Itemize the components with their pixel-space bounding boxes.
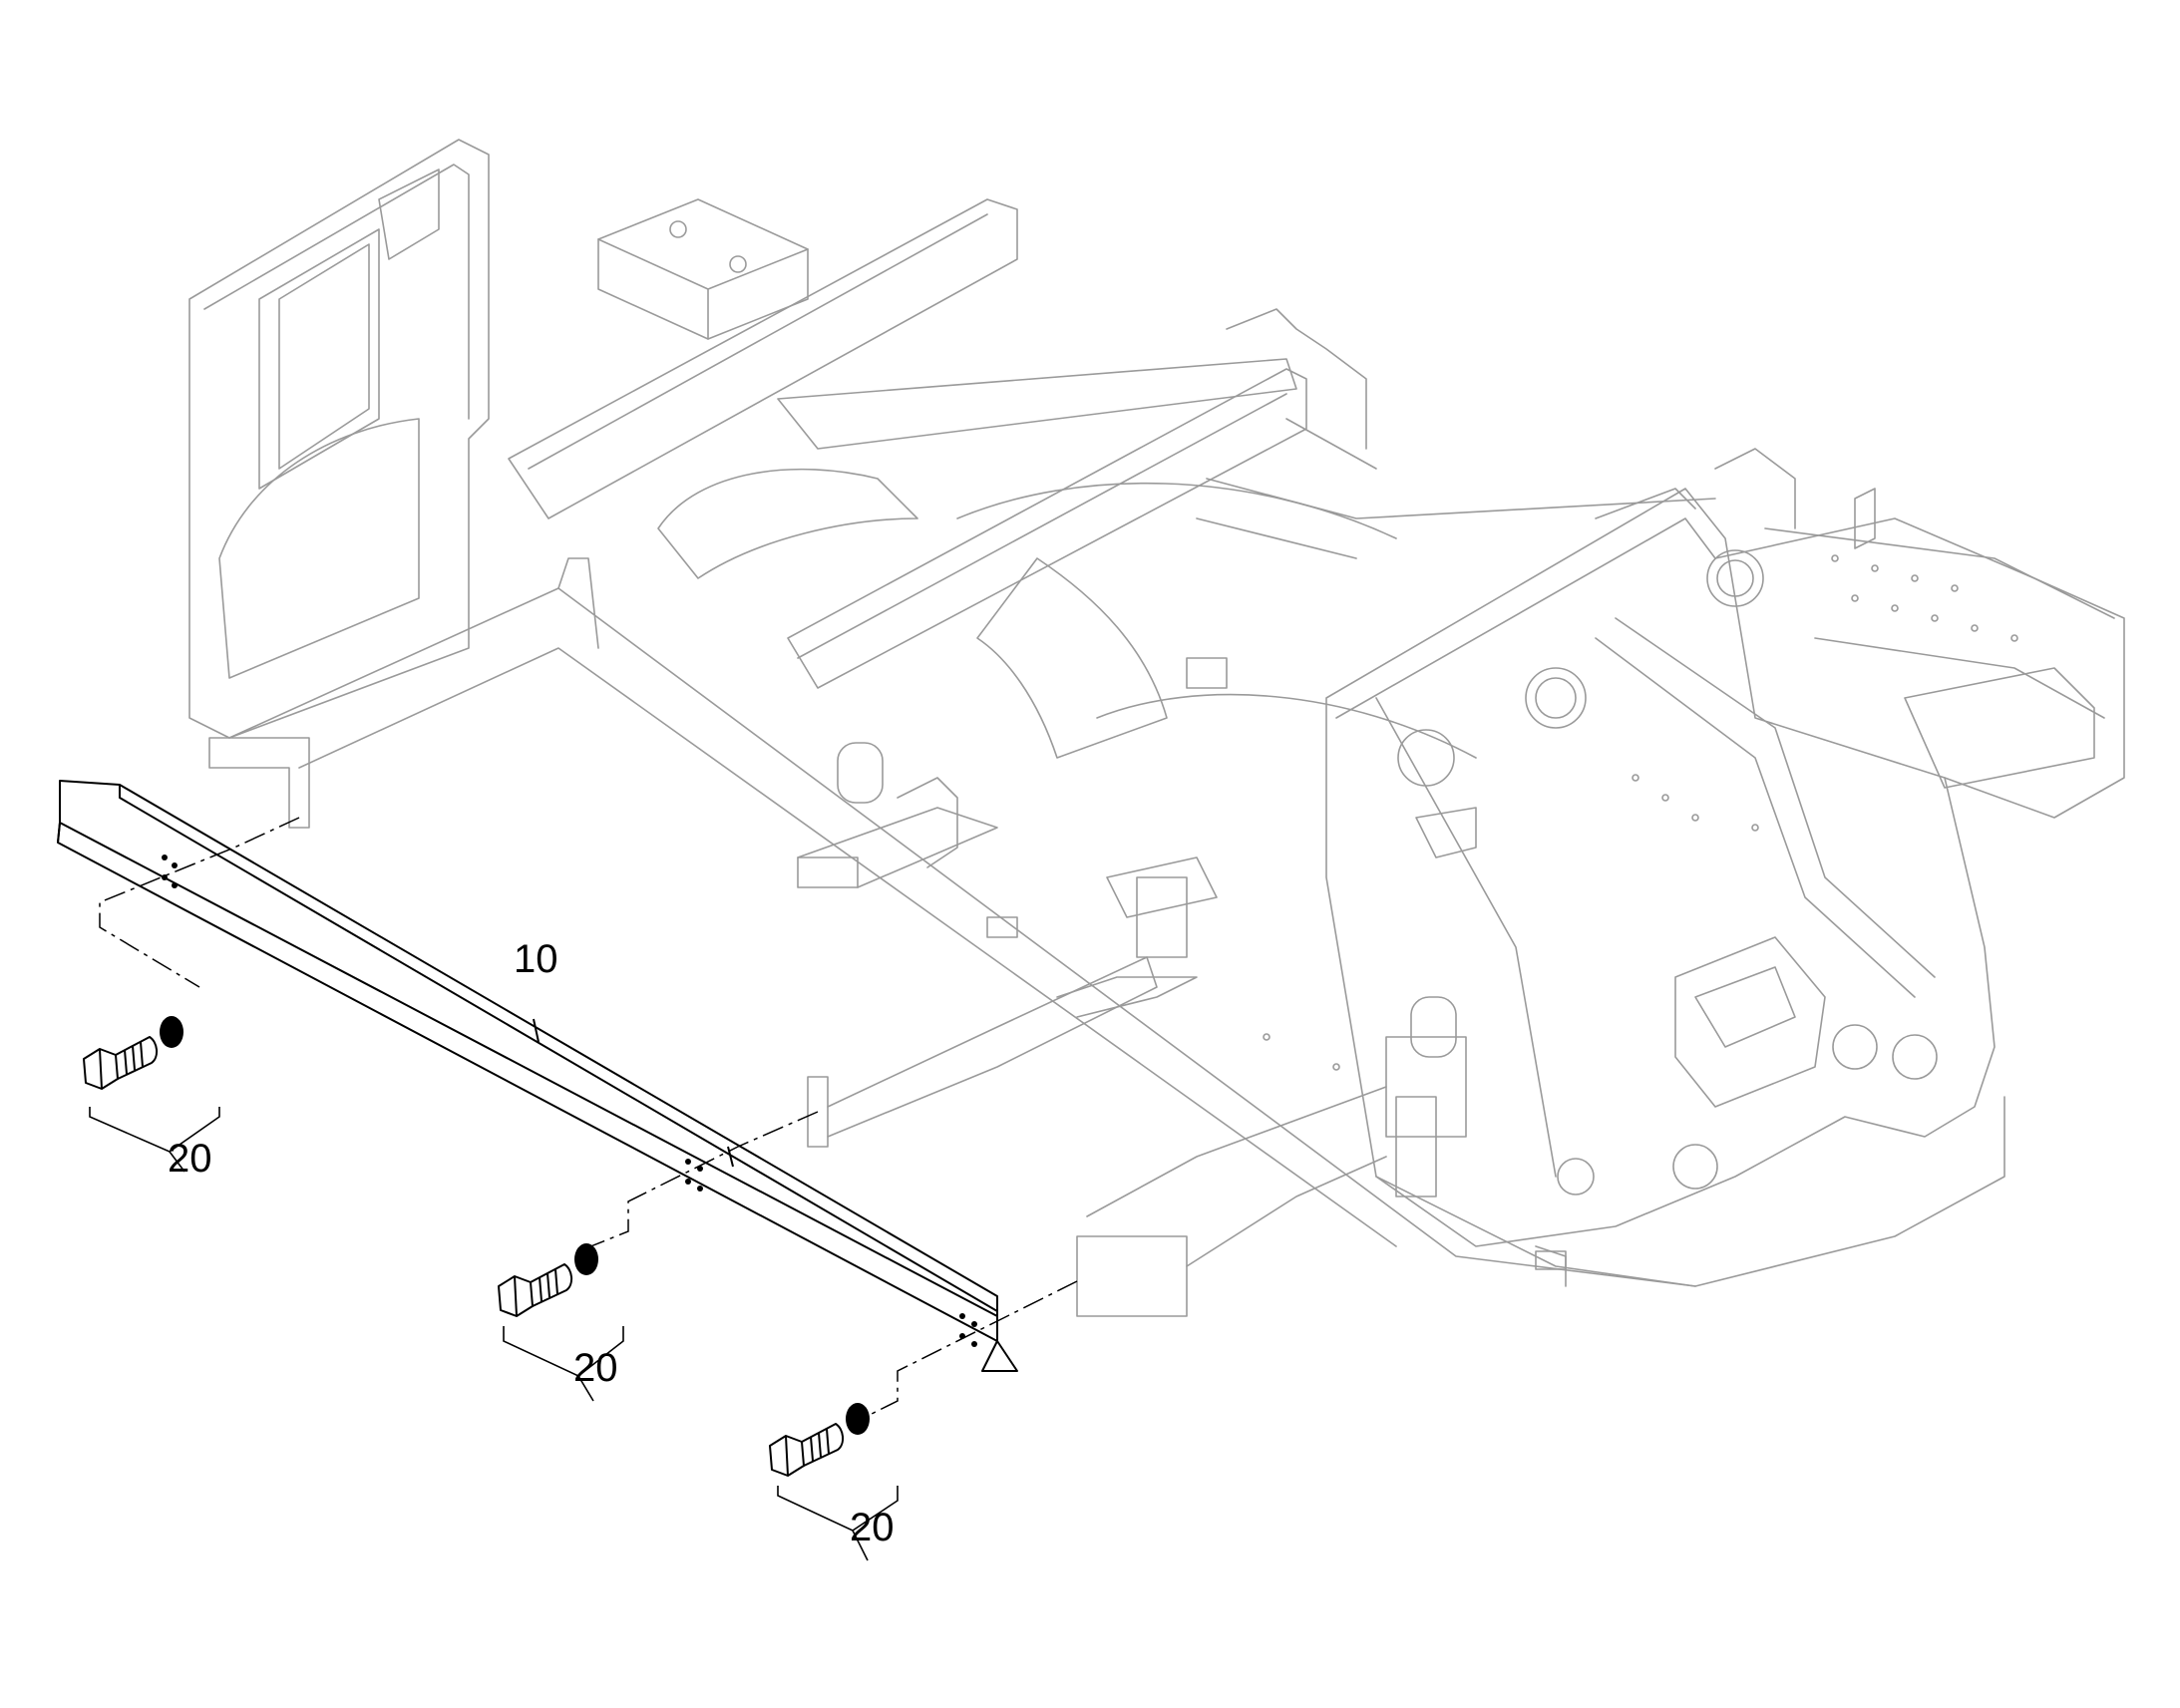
rail-holes — [162, 854, 977, 1347]
side-rail-part-10 — [57, 780, 1018, 1372]
bolt-washer-set-3 — [769, 1403, 899, 1561]
alignment-lines — [99, 817, 1078, 1422]
callout-20-c: 20 — [850, 1506, 895, 1549]
callout-20-a: 20 — [168, 1137, 212, 1181]
chassis-frame — [188, 139, 2125, 1317]
bolt-washer-set-1 — [83, 1016, 220, 1173]
callout-10: 10 — [514, 937, 558, 981]
bolt-washer-set-2 — [498, 1243, 624, 1402]
callout-20-b: 20 — [573, 1346, 618, 1390]
